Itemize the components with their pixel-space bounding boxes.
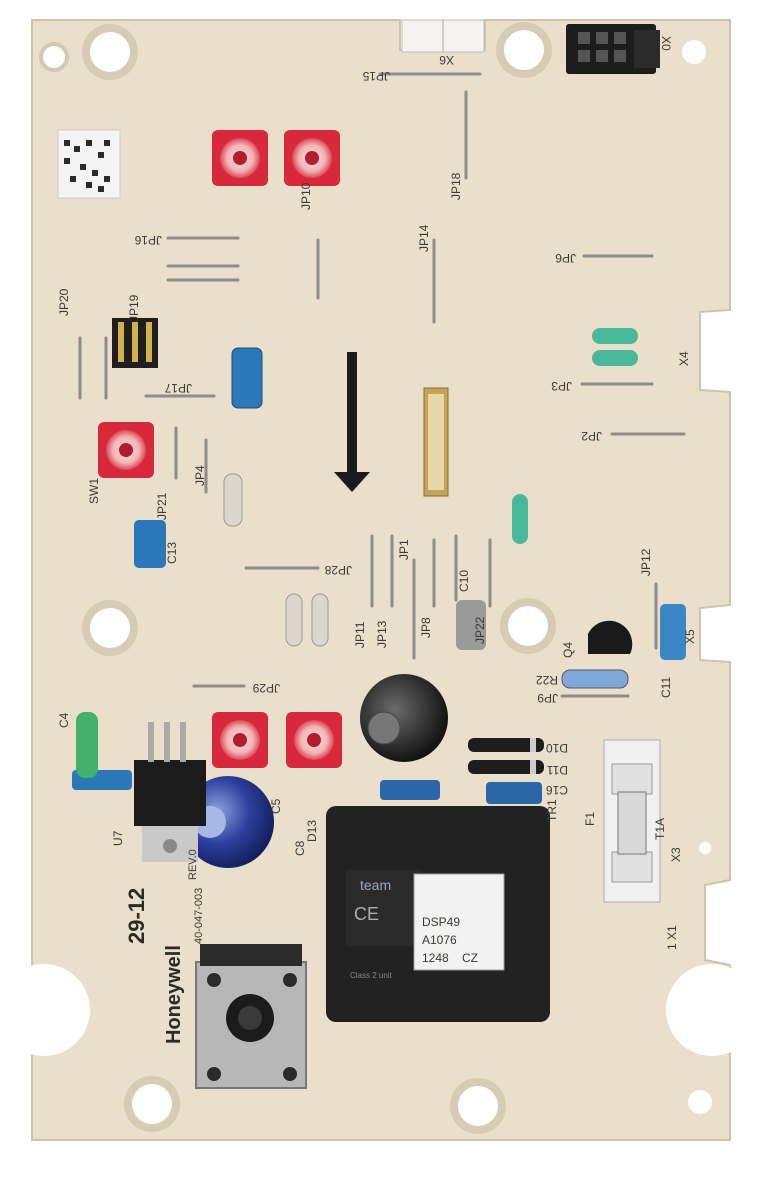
label-jp6: JP6: [555, 251, 576, 265]
label-c11: C11: [659, 677, 673, 698]
resistors: [223, 473, 629, 689]
label-x0: X0: [659, 36, 673, 51]
label-jp11: JP11: [353, 621, 367, 648]
label-jp2: JP2: [581, 429, 602, 443]
label-jp18: JP18: [449, 172, 463, 200]
brand-block: 29-12 Honeywell 40-047-003 REV.0: [124, 849, 205, 1044]
label-jp19: JP19: [127, 294, 141, 322]
label-jp29: JP29: [252, 681, 280, 695]
label-q4: Q4: [561, 642, 575, 658]
label-c10: C10: [457, 570, 471, 592]
transistor-q4: [588, 620, 633, 654]
label-x5: X5: [683, 629, 697, 644]
regulator-u7: [134, 722, 206, 862]
label-jp4: JP4: [193, 465, 207, 486]
arrow-icon: [334, 352, 370, 492]
label-u7: U7: [111, 830, 125, 846]
label-d13: D13: [305, 820, 319, 842]
label-x1: 1 X1: [665, 925, 679, 950]
mounting-holes: [39, 22, 712, 1134]
label-c5: C5: [269, 798, 283, 814]
label-jp21: JP21: [155, 492, 169, 520]
label-jp3: JP3: [551, 379, 572, 393]
label-r22: R22: [536, 673, 558, 687]
connector-x8: [423, 387, 449, 497]
board-model-code: 29-12: [124, 888, 149, 944]
label-c8: C8: [293, 840, 307, 856]
label-x4: X4: [677, 351, 691, 366]
diodes: [468, 738, 544, 774]
transformer-model: DSP49: [422, 915, 460, 929]
datamatrix-label: [57, 129, 121, 199]
label-jp14: JP14: [417, 224, 431, 252]
pressure-sensor: [195, 944, 307, 1089]
connector-x0: [566, 24, 660, 74]
fuse-holder: [603, 739, 661, 903]
label-jp12: JP12: [639, 548, 653, 576]
label-x6: X6: [439, 53, 454, 67]
label-c13: C13: [165, 542, 179, 564]
label-jp20: JP20: [57, 288, 71, 316]
label-d10: D10: [546, 741, 568, 755]
label-jp9: JP9: [537, 691, 558, 705]
label-t1a: T1A: [653, 818, 667, 840]
label-tr1: TR1: [545, 799, 559, 822]
label-jp17: JP17: [164, 381, 192, 395]
pin-header-jp19: [112, 318, 158, 368]
label-d11: D11: [547, 763, 568, 777]
label-c16: C16: [546, 783, 568, 797]
board-part-code: 40-047-003: [193, 888, 205, 944]
label-jp13: JP13: [375, 620, 389, 648]
label-jp15: JP15: [362, 69, 390, 83]
transformer-brand: team: [360, 877, 391, 893]
label-jp10: JP10: [299, 182, 313, 210]
label-x3: X3: [669, 847, 683, 862]
capacitor-c10: [456, 600, 486, 650]
label-jp8: JP8: [419, 617, 433, 638]
transformer-ce-mark: CE: [354, 904, 379, 924]
silkscreen-labels: JP15 X6 X0 JP10 JP18 JP14 JP16 JP19 JP20…: [57, 36, 697, 950]
brand-honeywell: Honeywell: [163, 945, 185, 1044]
transformer-batch: 1248: [422, 951, 449, 965]
board-revision: REV.0: [187, 849, 199, 880]
label-sw1: SW1: [87, 478, 101, 504]
resistor-array: [76, 328, 638, 778]
transformer-code: A1076: [422, 933, 457, 947]
label-jp1: JP1: [397, 539, 411, 560]
label-jp22: JP22: [473, 616, 487, 644]
wire-jumpers: [78, 72, 686, 698]
label-jp16: JP16: [134, 233, 162, 247]
trimmer-potentiometers: [98, 130, 342, 768]
label-c4: C4: [57, 712, 71, 728]
transformer-country: CZ: [462, 951, 478, 965]
label-jp28: JP28: [324, 563, 352, 577]
label-f1: F1: [583, 812, 597, 826]
transformer-tr1: [326, 806, 550, 1022]
transformer-label: team CE Class 2 unit DSP49 A1076 1248 CZ: [350, 877, 478, 980]
transformer-class: Class 2 unit: [350, 971, 393, 980]
